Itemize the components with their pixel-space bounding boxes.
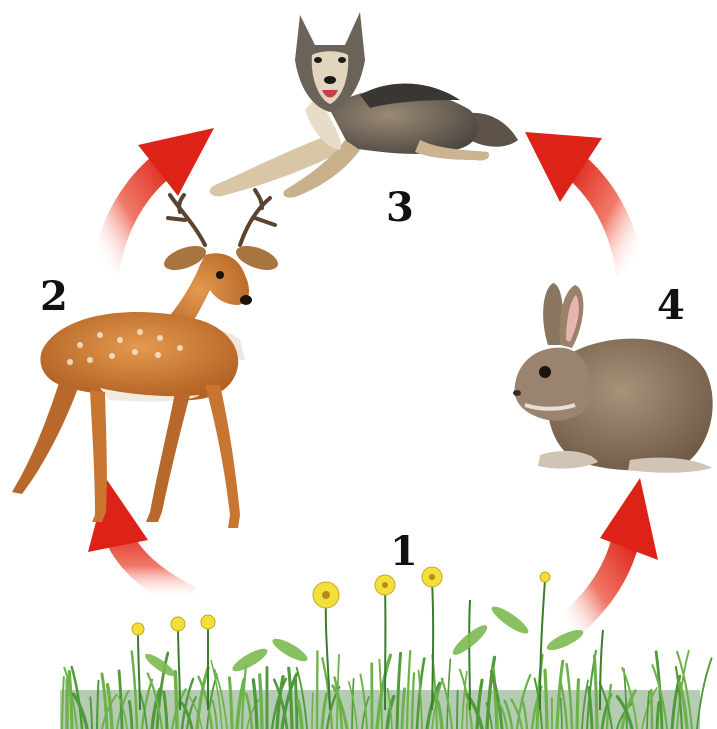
node-label-deer: 2 <box>40 277 68 317</box>
deer-illustration <box>12 190 281 528</box>
grass-blade <box>175 672 177 729</box>
wolf-illustration <box>210 12 518 198</box>
grass-blade <box>545 670 547 729</box>
grass-blade <box>577 680 578 729</box>
grass-blade <box>312 693 313 729</box>
flowers <box>132 567 550 635</box>
node-label-plants: 1 <box>390 532 418 572</box>
node-label-rabbit: 4 <box>657 286 685 326</box>
arrow-plants-to-rabbit <box>565 478 658 630</box>
grass-blade <box>457 691 458 729</box>
grass-blade <box>651 690 652 729</box>
arrow-rabbit-to-wolf <box>525 132 630 275</box>
node-label-wolf: 3 <box>386 188 414 228</box>
